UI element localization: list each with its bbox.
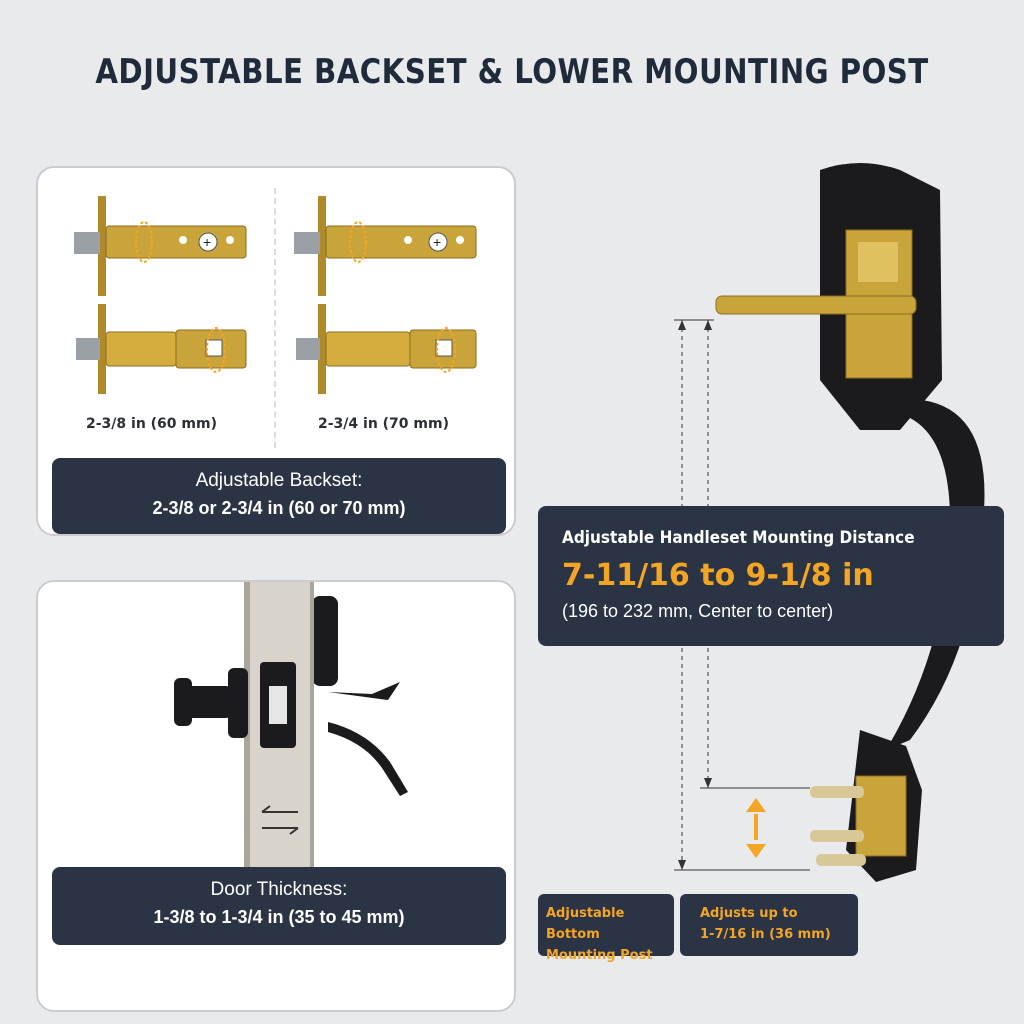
- bottom-post-adjust-line1: Adjusts up to: [700, 906, 798, 921]
- page-title: ADJUSTABLE BACKSET & LOWER MOUNTING POST: [95, 52, 929, 92]
- bottom-post-label-line2: Mounting Post: [546, 948, 653, 963]
- backset-box-value: 2-3/8 or 2-3/4 in (60 or 70 mm): [152, 498, 406, 518]
- svg-text:+: +: [203, 234, 211, 250]
- bottom-post-adjust-line2: 1-7/16 in (36 mm): [700, 927, 831, 942]
- backset-option-60mm: 2-3/8 in (60 mm): [86, 416, 217, 432]
- mounting-distance-detail: (196 to 232 mm, Center to center): [562, 601, 834, 621]
- door-thickness-box: Door Thickness: 1-3/8 to 1-3/4 in (35 to…: [52, 867, 506, 945]
- mounting-distance-value: 7-11/16 to 9-1/8 in: [562, 558, 874, 593]
- backset-card: + + 2-3/8 in (60 mm) 2-3/4 in (70 mm) Ad…: [36, 166, 516, 536]
- divider: [274, 188, 276, 448]
- handleset-illustration: [674, 163, 985, 882]
- door-edge-illustration: [174, 582, 408, 872]
- latch-70mm-illustration: +: [294, 196, 477, 394]
- bottom-post-label-line1: Adjustable Bottom: [546, 906, 625, 942]
- mounting-distance-box: Adjustable Handleset Mounting Distance 7…: [538, 506, 1004, 646]
- svg-text:+: +: [433, 234, 441, 250]
- latch-60mm-illustration: +: [74, 196, 247, 394]
- backset-box-heading: Adjustable Backset:: [195, 470, 363, 491]
- bottom-post-adjust: Adjusts up to 1-7/16 in (36 mm): [680, 894, 858, 956]
- backset-option-70mm: 2-3/4 in (70 mm): [318, 416, 449, 432]
- backset-info-box: Adjustable Backset: 2-3/8 or 2-3/4 in (6…: [52, 458, 506, 534]
- door-thickness-heading: Door Thickness:: [210, 879, 348, 900]
- mounting-distance-heading: Adjustable Handleset Mounting Distance: [562, 528, 915, 548]
- bottom-post-label: Adjustable Bottom Mounting Post: [538, 894, 674, 963]
- door-thickness-value: 1-3/8 to 1-3/4 in (35 to 45 mm): [153, 907, 405, 927]
- door-thickness-card: Door Thickness: 1-3/8 to 1-3/4 in (35 to…: [36, 580, 516, 1012]
